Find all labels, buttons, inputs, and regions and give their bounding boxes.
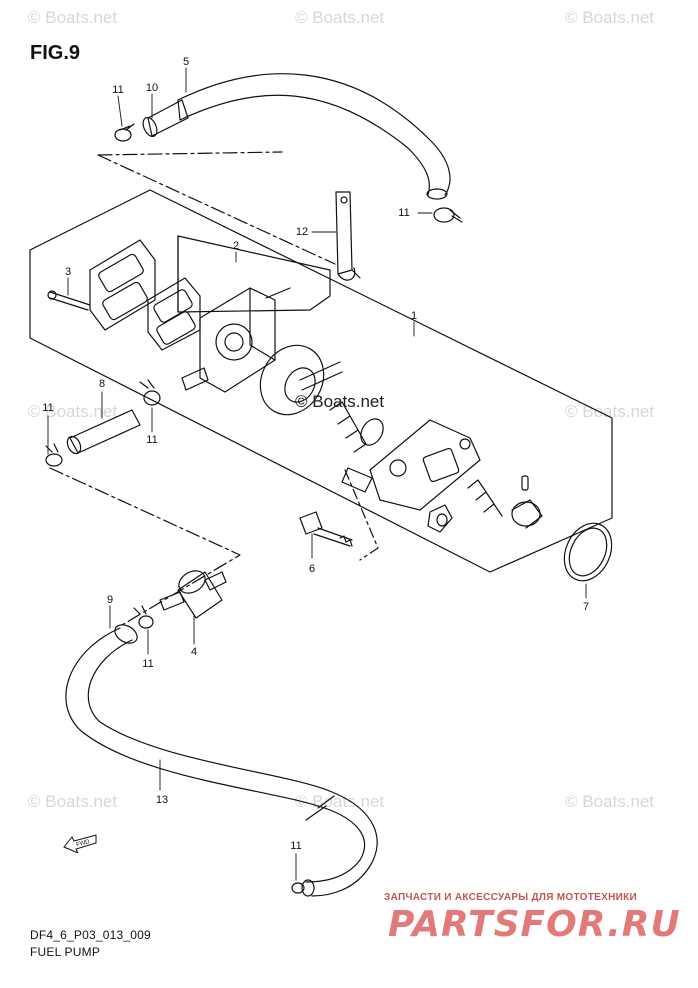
watermark-low-right: © Boats.net bbox=[565, 792, 655, 811]
clip-mid-right bbox=[139, 379, 161, 406]
pump-body bbox=[181, 287, 291, 393]
assembly-outline bbox=[29, 189, 613, 573]
spring-lower bbox=[467, 479, 503, 517]
leader-dashdot-lower bbox=[49, 467, 241, 626]
forward-arrow-icon: FWD bbox=[63, 834, 97, 853]
callout-9: 9 bbox=[106, 594, 114, 606]
clip-top-right bbox=[433, 207, 463, 223]
diaphragm bbox=[259, 344, 343, 416]
watermark-top-left: © Boats.net bbox=[28, 8, 118, 27]
callout-5: 5 bbox=[182, 56, 190, 68]
fwd-label: FWD bbox=[76, 839, 91, 849]
callout-11: 11 bbox=[112, 84, 124, 96]
callout-11: 11 bbox=[42, 402, 54, 414]
figure-title: FIG.9 bbox=[30, 42, 81, 64]
clip-mid-left bbox=[45, 443, 63, 467]
watermark-low-left: © Boats.net bbox=[28, 792, 118, 811]
callout-11: 11 bbox=[398, 207, 410, 219]
callout-1: 1 bbox=[410, 310, 418, 322]
screw-3 bbox=[47, 290, 91, 311]
callout-2: 2 bbox=[232, 240, 240, 252]
bolt bbox=[299, 511, 353, 547]
pump-cover bbox=[341, 419, 481, 511]
callout-10: 10 bbox=[145, 82, 159, 94]
callout-7: 7 bbox=[582, 601, 590, 613]
partsfor-logo: PARTSFOR.RU bbox=[388, 904, 681, 945]
callout-8: 8 bbox=[98, 378, 106, 390]
ad-tagline: ЗАПЧАСТИ И АКСЕССУАРЫ ДЛЯ МОТОТЕХНИКИ bbox=[384, 892, 637, 903]
diaphragm-gasket bbox=[147, 277, 201, 351]
clip-bottom bbox=[291, 882, 305, 894]
gasket-plate bbox=[89, 239, 156, 331]
callout-3: 3 bbox=[64, 266, 72, 278]
watermark-center: © Boats.net bbox=[295, 392, 385, 411]
pin bbox=[521, 475, 529, 491]
callout-12: 12 bbox=[295, 226, 309, 238]
figure-caption: FUEL PUMP bbox=[30, 945, 101, 959]
gasket-group-outline bbox=[177, 235, 331, 313]
valve-cap bbox=[511, 499, 543, 529]
watermark-mid-left: © Boats.net bbox=[28, 402, 118, 421]
clip-top-left bbox=[114, 123, 135, 142]
watermark-top-center: © Boats.net bbox=[295, 8, 385, 27]
callout-11: 11 bbox=[142, 658, 154, 670]
leader-dashdot-top bbox=[97, 151, 336, 265]
watermark-mid-right: © Boats.net bbox=[565, 402, 655, 421]
bracket bbox=[335, 191, 361, 281]
leader-dashdot-bolt bbox=[344, 469, 379, 561]
o-ring bbox=[563, 522, 613, 582]
nut bbox=[427, 504, 453, 533]
watermark-top-right: © Boats.net bbox=[565, 8, 655, 27]
drawing-code: DF4_6_P03_013_009 bbox=[30, 928, 151, 942]
leader-lines bbox=[47, 67, 587, 881]
callout-11: 11 bbox=[290, 840, 302, 852]
tube-8 bbox=[66, 409, 141, 455]
hose-lower bbox=[65, 624, 378, 897]
callout-4: 4 bbox=[190, 646, 198, 658]
callout-6: 6 bbox=[308, 563, 316, 575]
hose-short bbox=[142, 99, 189, 138]
hose-upper bbox=[177, 73, 451, 200]
spring-upper bbox=[329, 401, 384, 453]
callout-11: 11 bbox=[146, 434, 158, 446]
clip-lower bbox=[133, 605, 154, 629]
fuel-filter bbox=[159, 570, 227, 619]
callout-13: 13 bbox=[155, 794, 169, 806]
